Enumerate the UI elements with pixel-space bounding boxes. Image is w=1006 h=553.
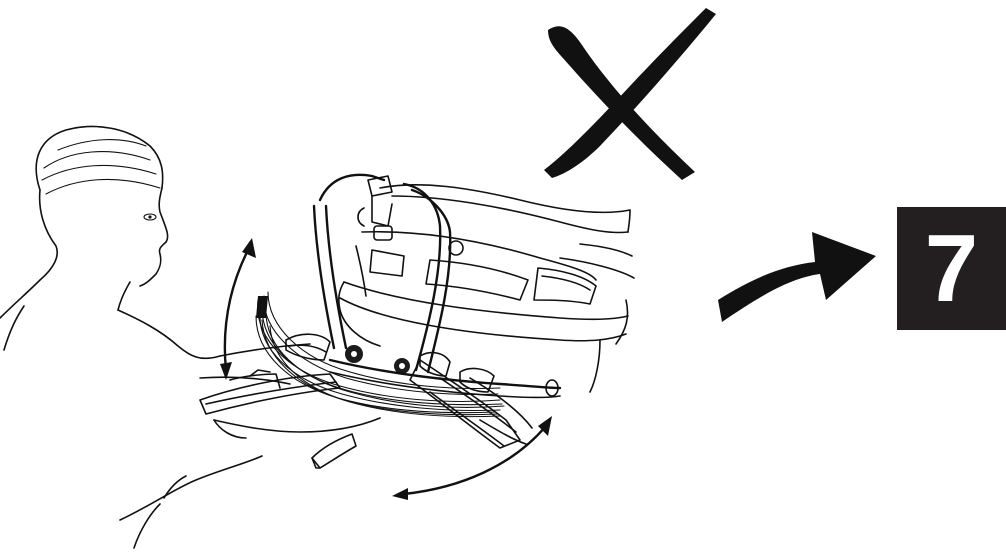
car-rear [339, 185, 634, 392]
curved-double-arrow-icon [220, 238, 256, 380]
curved-double-arrow-icon [392, 416, 552, 500]
cross-mark-icon [544, 8, 716, 180]
step-number-badge: 7 [897, 207, 1006, 330]
curved-arrow-right-icon [718, 232, 876, 322]
step-number: 7 [925, 221, 978, 317]
bike-carrier [200, 175, 560, 468]
